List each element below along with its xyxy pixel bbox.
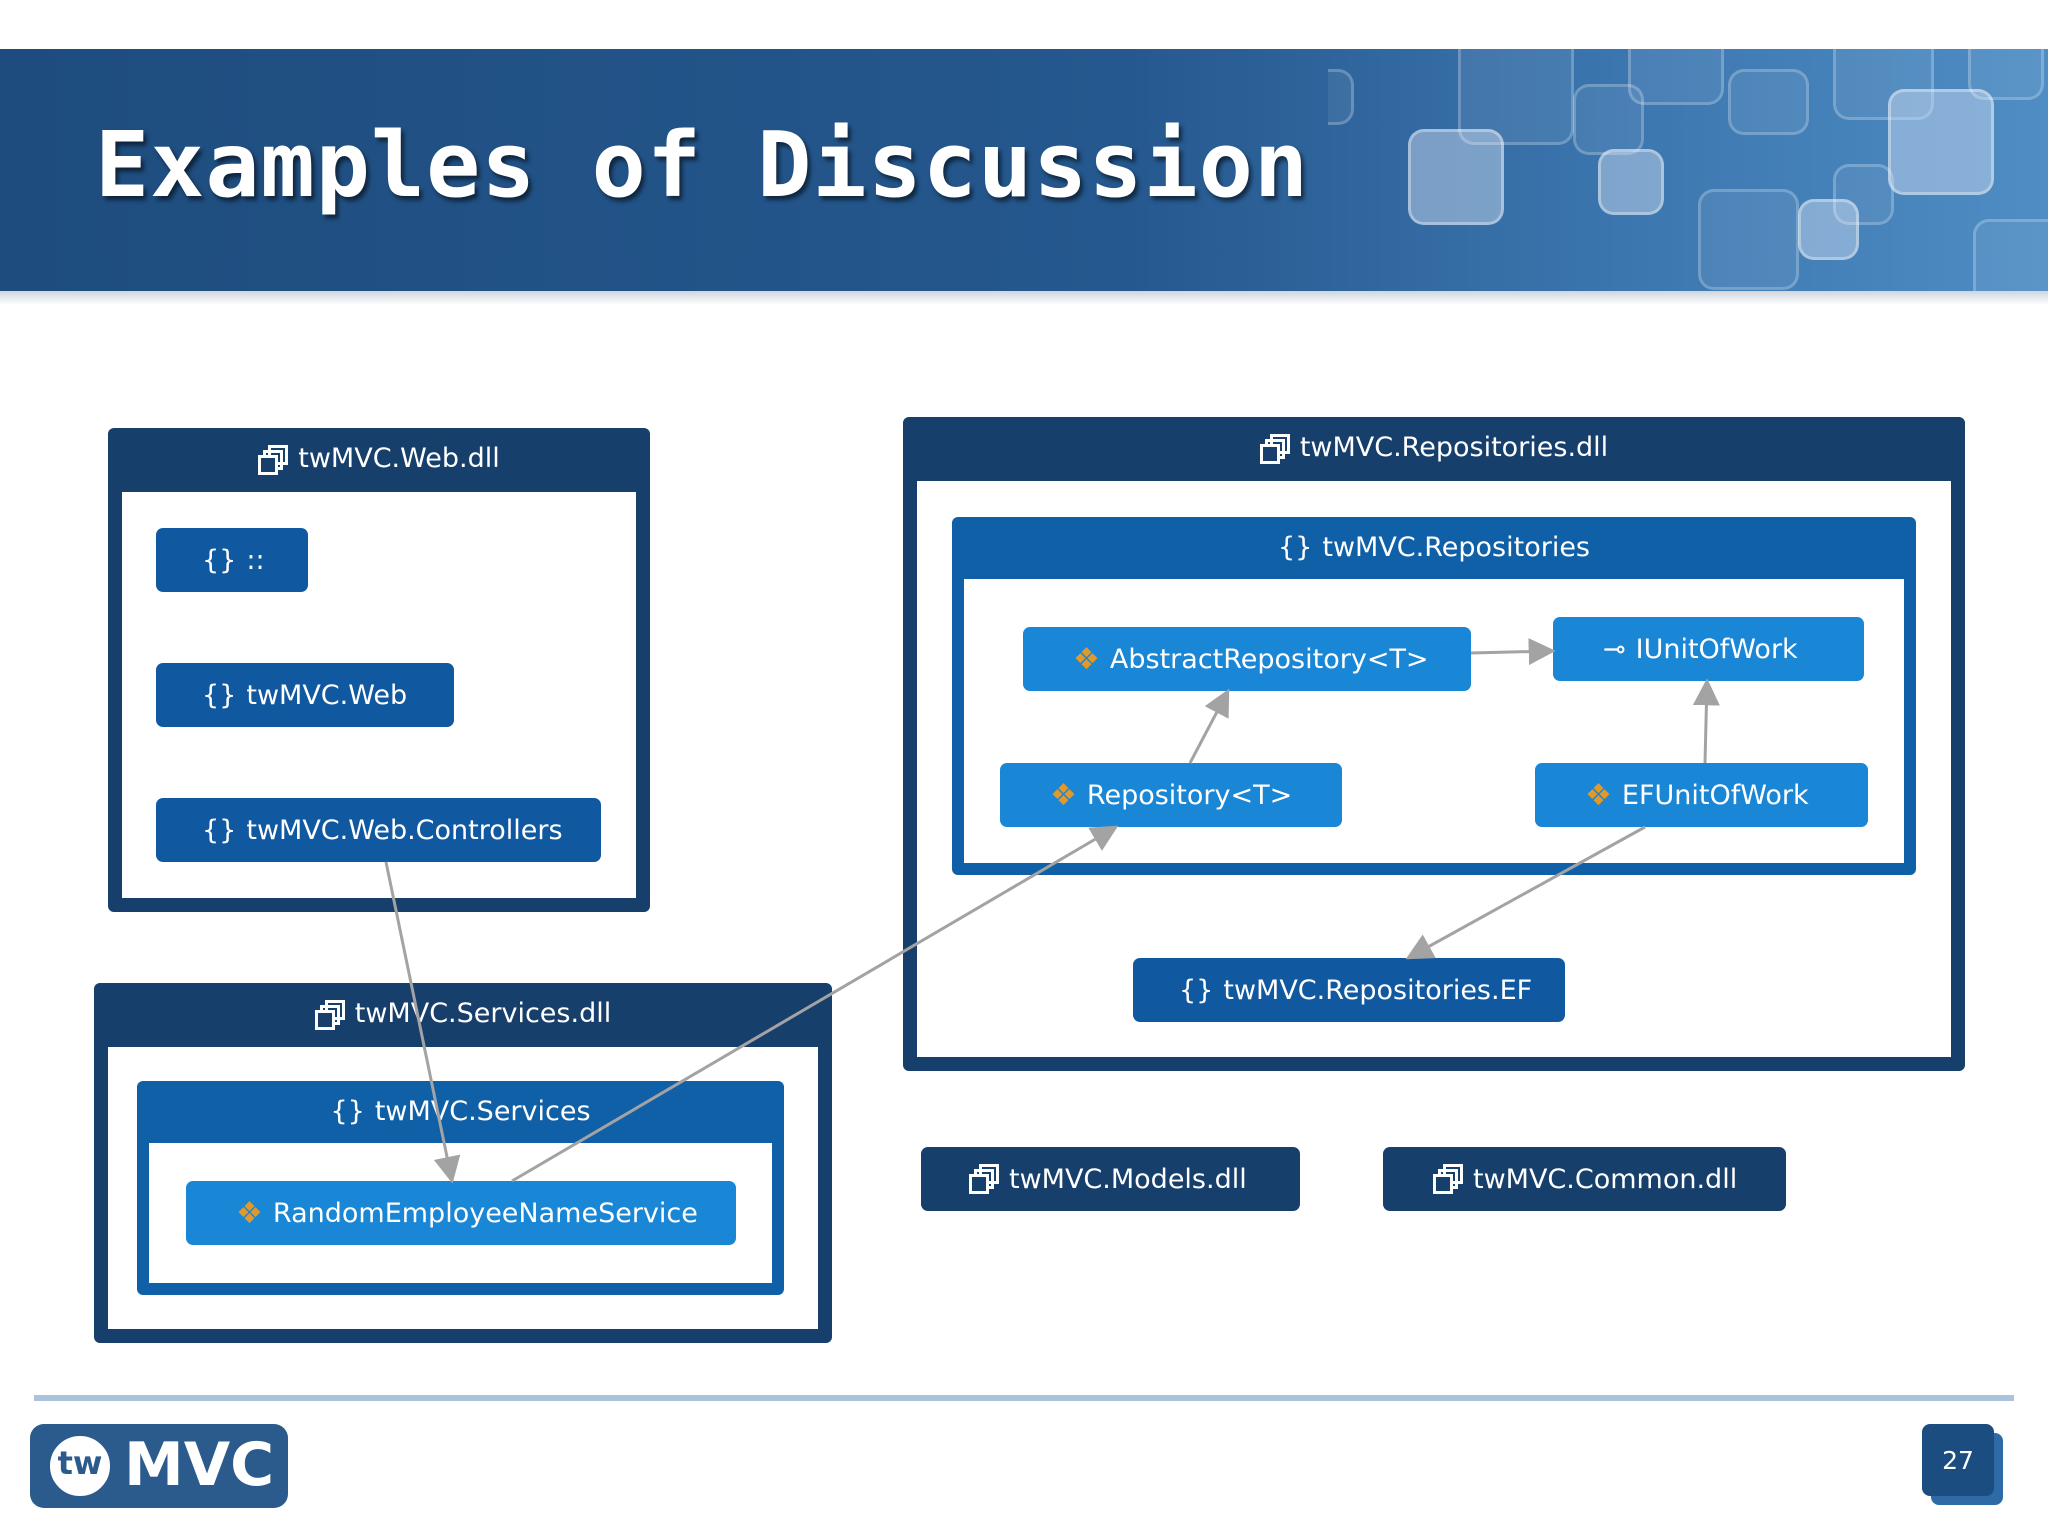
services-namespace-label: twMVC.Services bbox=[374, 1096, 591, 1127]
class-label: Repository<T> bbox=[1086, 779, 1293, 811]
interface-label: IUnitOfWork bbox=[1635, 633, 1798, 665]
class-icon: ❖ bbox=[236, 1195, 263, 1231]
class-node-efunitofwork[interactable]: ❖ EFUnitOfWork bbox=[1535, 763, 1868, 827]
assembly-icon bbox=[1259, 433, 1290, 464]
namespace-node-web[interactable]: {} twMVC.Web bbox=[156, 663, 454, 727]
common-dll-label: twMVC.Common.dll bbox=[1473, 1163, 1738, 1195]
page-title: Examples of Discussion bbox=[95, 113, 1310, 218]
namespace-node-web-controllers[interactable]: {} twMVC.Web.Controllers bbox=[156, 798, 601, 862]
interface-node-iunitofwork[interactable]: ⊸ IUnitOfWork bbox=[1553, 617, 1864, 681]
namespace-label: twMVC.Web.Controllers bbox=[246, 814, 563, 846]
interface-icon: ⊸ bbox=[1603, 633, 1626, 665]
models-dll-node[interactable]: twMVC.Models.dll bbox=[921, 1147, 1300, 1211]
arrow-abstract-repository-to-iunitofwork bbox=[1470, 638, 1556, 666]
class-node-random-employee-name-service[interactable]: ❖ RandomEmployeeNameService bbox=[186, 1181, 736, 1245]
class-icon: ❖ bbox=[1050, 777, 1077, 813]
class-node-repository[interactable]: ❖ Repository<T> bbox=[1000, 763, 1342, 827]
services-dll-label: twMVC.Services.dll bbox=[354, 998, 612, 1029]
class-label: AbstractRepository<T> bbox=[1109, 643, 1429, 675]
logo-mark-text: tw bbox=[57, 1444, 103, 1482]
class-label: RandomEmployeeNameService bbox=[272, 1197, 698, 1229]
arrow-controllers-to-service bbox=[384, 861, 461, 1184]
title-banner bbox=[0, 49, 2048, 291]
namespace-node-repositories-ef[interactable]: {} twMVC.Repositories.EF bbox=[1133, 958, 1565, 1022]
banner-shadow bbox=[0, 291, 2048, 305]
assembly-icon bbox=[258, 444, 289, 475]
common-dll-node[interactable]: twMVC.Common.dll bbox=[1383, 1147, 1786, 1211]
class-node-abstract-repository[interactable]: ❖ AbstractRepository<T> bbox=[1023, 627, 1471, 691]
namespace-icon: {} bbox=[202, 814, 237, 846]
models-dll-label: twMVC.Models.dll bbox=[1009, 1163, 1247, 1195]
namespace-label: twMVC.Repositories.EF bbox=[1223, 974, 1533, 1006]
arrow-service-to-repository bbox=[511, 825, 1119, 1183]
namespace-label: twMVC.Web bbox=[246, 679, 408, 711]
repositories-dll-label: twMVC.Repositories.dll bbox=[1299, 432, 1609, 463]
logo-text: MVC bbox=[124, 1430, 275, 1500]
namespace-icon: {} bbox=[202, 544, 237, 576]
web-dll-label: twMVC.Web.dll bbox=[298, 443, 500, 474]
footer-divider bbox=[34, 1395, 2014, 1401]
namespace-icon: {} bbox=[202, 679, 237, 711]
class-icon: ❖ bbox=[1073, 641, 1100, 677]
repositories-namespace-label: twMVC.Repositories bbox=[1322, 532, 1590, 563]
arrow-efunitofwork-to-repositories-ef bbox=[1405, 825, 1646, 960]
assembly-icon bbox=[1433, 1164, 1463, 1194]
namespace-node-global[interactable]: {}:: bbox=[156, 528, 308, 592]
namespace-label: :: bbox=[246, 544, 265, 576]
namespace-icon: {} bbox=[1278, 532, 1313, 563]
namespace-icon: {} bbox=[330, 1096, 365, 1127]
banner-decoration bbox=[1328, 49, 2048, 291]
assembly-icon bbox=[969, 1164, 999, 1194]
page-number: 27 bbox=[1922, 1424, 1994, 1496]
logo-mark: tw bbox=[44, 1430, 116, 1502]
arrow-repository-to-abstract-repository bbox=[1188, 688, 1230, 764]
arrow-efunitofwork-to-iunitofwork bbox=[1692, 678, 1720, 764]
class-label: EFUnitOfWork bbox=[1621, 779, 1809, 811]
class-icon: ❖ bbox=[1585, 777, 1612, 813]
assembly-icon bbox=[314, 999, 345, 1030]
namespace-icon: {} bbox=[1179, 974, 1214, 1006]
